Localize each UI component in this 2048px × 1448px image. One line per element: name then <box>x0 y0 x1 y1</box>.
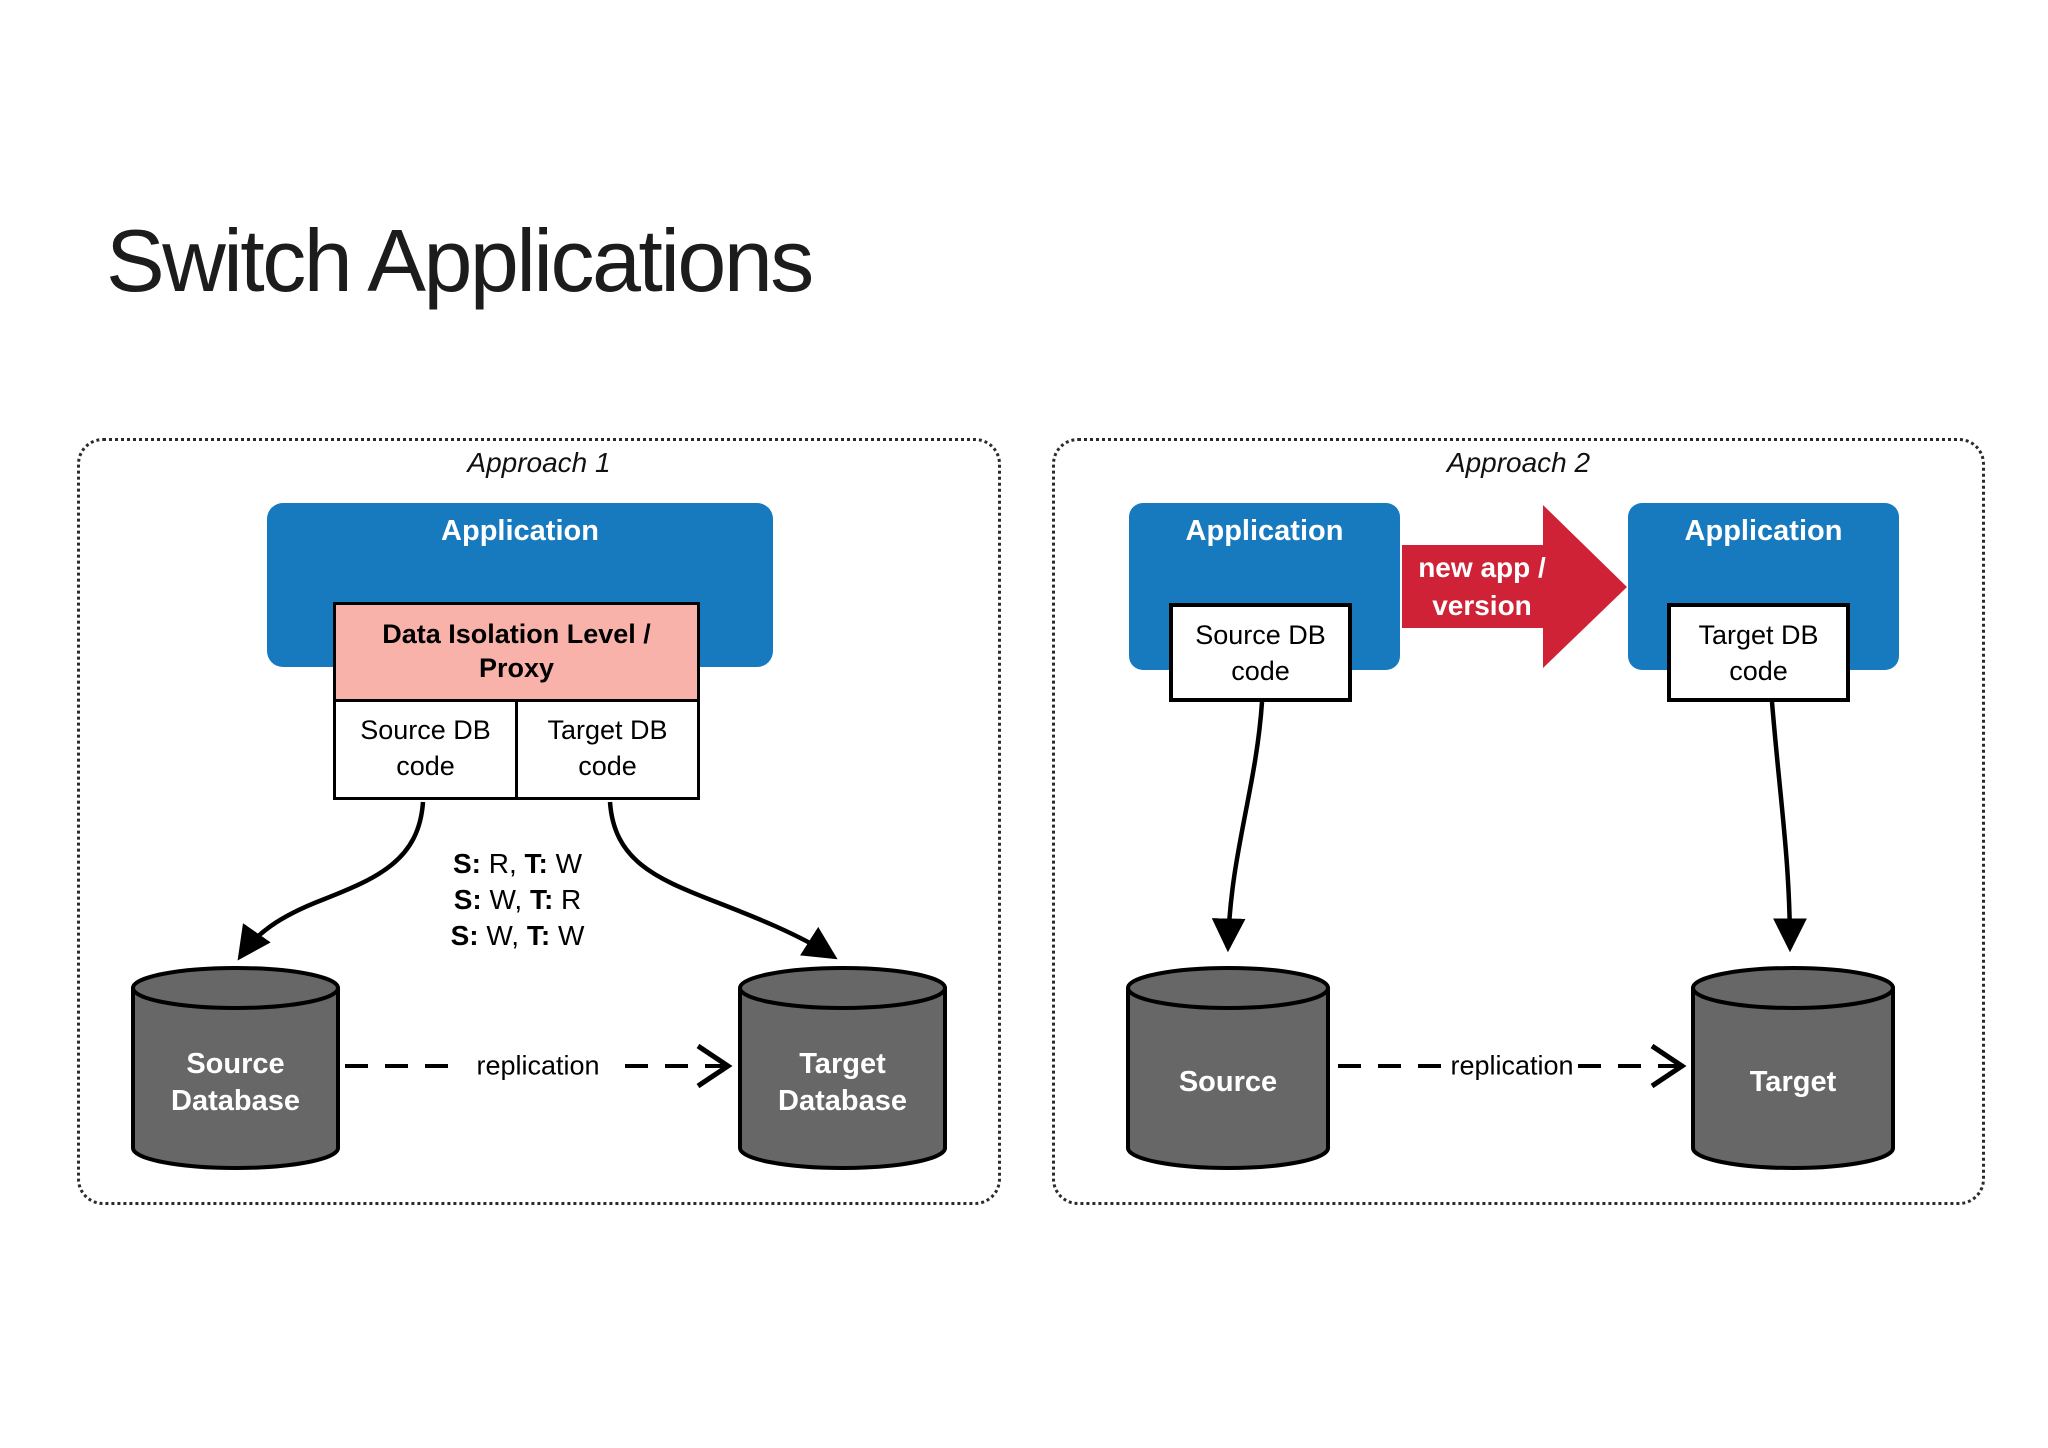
a1-mode-line-1: S: R, T: W <box>452 848 583 879</box>
slide-title: Switch Applications <box>106 211 814 310</box>
a2-replication-label: replication <box>1448 1050 1576 1082</box>
a2-source-cylinder-label: Source <box>1178 1066 1278 1098</box>
a1-replication-label: replication <box>464 1050 612 1082</box>
approach2-label: Approach 2 <box>1446 447 1591 478</box>
a1-data-isolation-proxy-box: Data Isolation Level /Proxy <box>336 605 697 702</box>
approach1-label: Approach 1 <box>467 447 611 478</box>
a1-mode-line-2: S: W, T: R <box>453 884 582 915</box>
approach2-panel: Approach 2 <box>1052 438 1985 1205</box>
a1-mode-line-3: S: W, T: W <box>450 920 585 951</box>
a2-right-application-label: Application <box>1684 515 1843 547</box>
a1-read-write-modes: S: R, T: W S: W, T: R S: W, T: W <box>380 846 655 954</box>
approach1-panel: Approach 1 <box>77 438 1001 1205</box>
a1-application-label: Application <box>441 515 599 547</box>
new-app-version-label: new app /version <box>1418 552 1546 621</box>
a2-left-application-label: Application <box>1185 515 1344 547</box>
a2-target-cylinder-label: Target <box>1749 1066 1837 1098</box>
